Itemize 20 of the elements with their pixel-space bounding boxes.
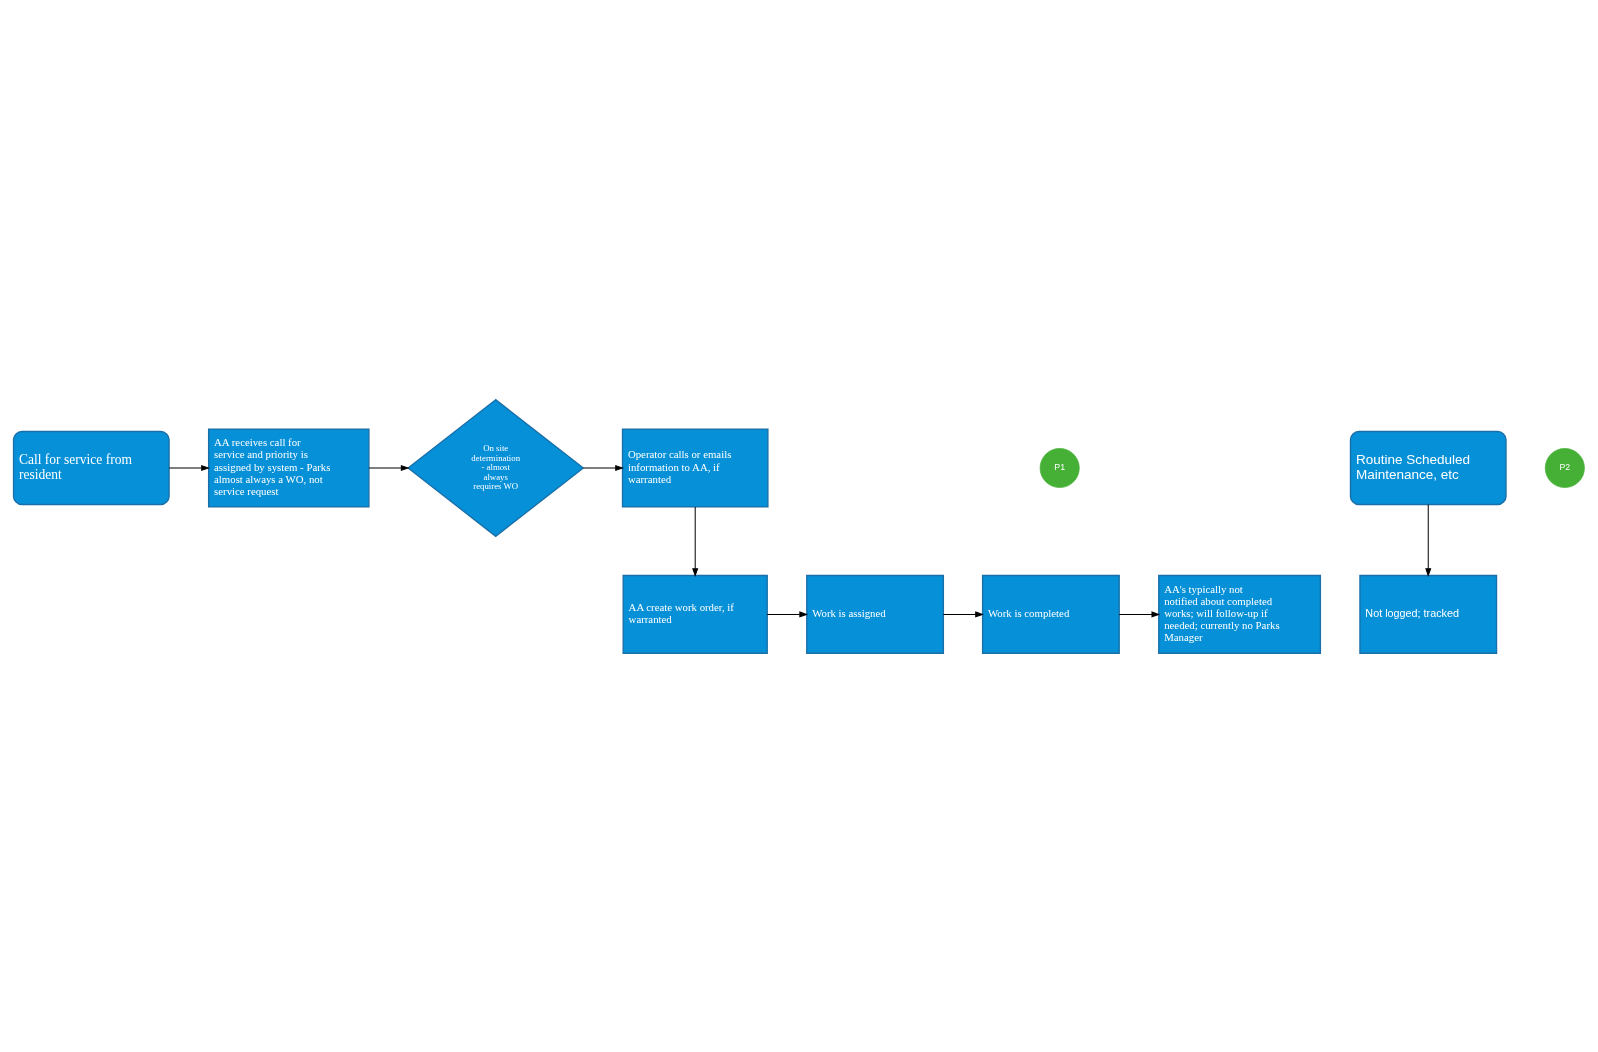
node-box: Routine Scheduled Maintenance, etc [1349, 430, 1507, 505]
arrow [1425, 503, 1432, 577]
node-box: AA create work order, if warranted [622, 574, 768, 654]
node-box: Not logged; tracked [1359, 574, 1498, 654]
node-box: AA's typically not notified about completed works; will follow-up if needed; currently no Parks Manager [1158, 574, 1322, 654]
node-box: AA receives call for service and priority is assigned by system - Parks almost always a WO, not service request [207, 427, 370, 508]
arrow [582, 464, 624, 471]
node-circle: P1 [1039, 447, 1080, 488]
arrow [942, 610, 984, 617]
node-box: Work is completed [981, 574, 1120, 654]
arrow [368, 464, 410, 471]
node-diamond: On site determination - almost always requires WO [407, 398, 585, 537]
node-box: Work is assigned [806, 574, 945, 654]
arrow [1118, 610, 1161, 617]
arrow [766, 610, 809, 617]
arrow [168, 464, 210, 471]
node-box: Operator calls or emails information to AA, if warranted [621, 427, 769, 508]
arrow [692, 505, 699, 577]
node-circle: P2 [1544, 447, 1585, 488]
node-box: Call for service from resident [12, 430, 170, 505]
